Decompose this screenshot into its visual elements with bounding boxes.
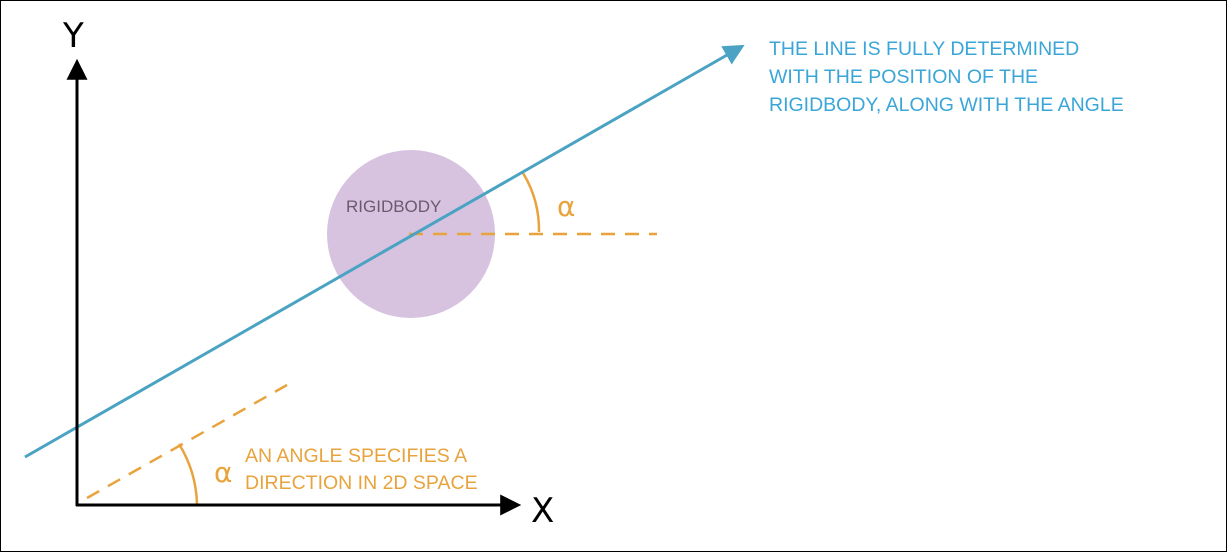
angle-symbol-upper: α bbox=[557, 190, 575, 223]
line-note-line: THE LINE IS FULLY DETERMINED bbox=[769, 38, 1079, 60]
rigidbody-label: RIGIDBODY bbox=[346, 197, 441, 216]
angle-symbol-lower: α bbox=[214, 456, 232, 489]
direction-line bbox=[24, 44, 745, 459]
line-note: THE LINE IS FULLY DETERMINED WITH THE PO… bbox=[769, 38, 1124, 116]
angle-arc-upper bbox=[521, 172, 541, 233]
line-note-line: WITH THE POSITION OF THE bbox=[769, 66, 1038, 88]
x-axis-label: X bbox=[531, 491, 554, 531]
angle-note-line: DIRECTION IN 2D SPACE bbox=[245, 472, 478, 494]
angle-note: AN ANGLE SPECIFIES A DIRECTION IN 2D SPA… bbox=[245, 445, 478, 494]
angle-arc-lower bbox=[177, 443, 199, 505]
y-axis-label: Y bbox=[62, 16, 84, 56]
angle-note-line: AN ANGLE SPECIFIES A bbox=[245, 445, 467, 467]
line-note-line: RIGIDBODY, ALONG WITH THE ANGLE bbox=[769, 94, 1124, 116]
